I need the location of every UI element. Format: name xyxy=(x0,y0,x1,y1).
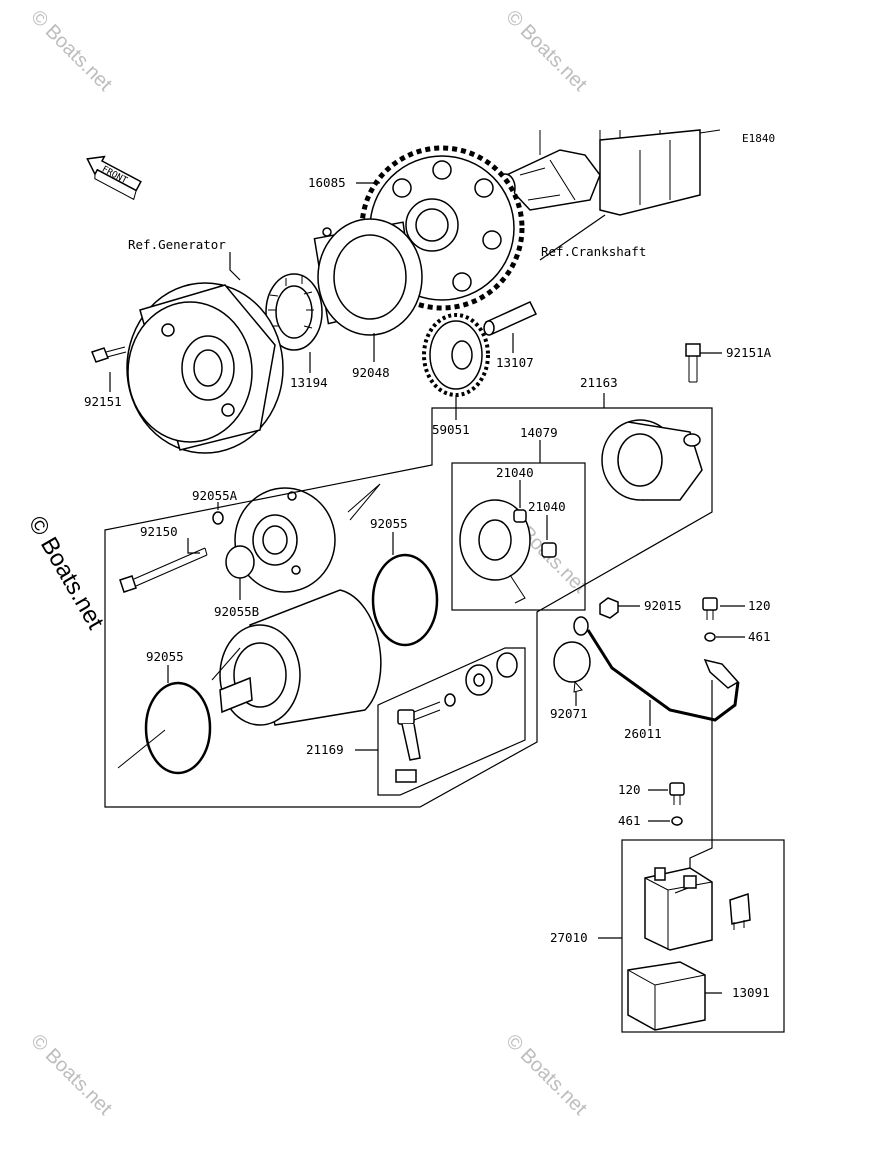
watermark-side: © Boats.net xyxy=(23,512,109,635)
part-label-92151A: 92151A xyxy=(726,345,772,360)
brush-holder-14079 xyxy=(459,499,531,604)
part-label-21163: 21163 xyxy=(580,375,618,390)
cable-26011 xyxy=(573,616,740,722)
part-label-13194: 13194 xyxy=(290,375,328,390)
part-label-13107: 13107 xyxy=(496,355,534,370)
part-label-92055-left: 92055 xyxy=(146,649,184,664)
watermark-bottom-right: © Boats.net xyxy=(501,1030,591,1120)
starter-relay-27010 xyxy=(644,867,751,951)
bolt-92151 xyxy=(91,346,127,363)
idle-gear-59051 xyxy=(422,313,490,397)
starter-group-outline xyxy=(104,407,713,808)
terminal-group-box xyxy=(377,647,526,796)
generator-rotor xyxy=(126,282,284,454)
part-label-59051: 59051 xyxy=(432,422,470,437)
part-label-92048: 92048 xyxy=(352,365,390,380)
part-label-27010: 27010 xyxy=(550,930,588,945)
part-label-120-upper: 120 xyxy=(748,598,771,613)
part-label-120-lower: 120 xyxy=(618,782,641,797)
watermark-bottom-left: © Boats.net xyxy=(26,1030,116,1120)
brush-21040-b xyxy=(541,542,557,558)
bolt-120-lower xyxy=(669,782,685,805)
bolt-120-upper xyxy=(702,597,718,620)
relay-cover-13091 xyxy=(627,961,706,1031)
o-ring-92055-left xyxy=(144,681,212,775)
one-way-clutch-13194 xyxy=(265,273,323,351)
part-label-26011: 26011 xyxy=(624,726,662,741)
watermark-top-right: © Boats.net xyxy=(501,6,591,96)
relay-group-box xyxy=(621,839,785,1033)
watermark-top-left: © Boats.net xyxy=(26,6,116,96)
bolt-92151A xyxy=(685,343,701,383)
part-label-92055A: 92055A xyxy=(192,488,238,503)
part-label-461-upper: 461 xyxy=(748,629,771,644)
washer-461-lower xyxy=(671,816,683,826)
o-ring-92055B xyxy=(225,545,255,579)
washer-461-upper xyxy=(704,632,716,642)
part-label-92151: 92151 xyxy=(84,394,122,409)
crankshaft-drawing xyxy=(494,129,721,216)
ref-crankshaft-label: Ref.Crankshaft xyxy=(541,244,646,259)
part-labels: 16085 92048 13194 92151 13107 59051 9215… xyxy=(84,175,772,1000)
part-label-21169: 21169 xyxy=(306,742,344,757)
part-label-92015: 92015 xyxy=(644,598,682,613)
front-arrow: FRONT xyxy=(86,155,142,201)
part-label-21040-a: 21040 xyxy=(496,465,534,480)
starter-clutch-gear-16085 xyxy=(359,145,525,311)
leader-lines xyxy=(109,182,745,994)
part-label-461-lower: 461 xyxy=(618,813,641,828)
nut-92015 xyxy=(599,597,619,619)
starter-clutch-92048 xyxy=(313,218,423,336)
part-label-92150: 92150 xyxy=(140,524,178,539)
ref-generator-label: Ref.Generator xyxy=(128,237,226,252)
terminal-kit-21169 xyxy=(395,652,518,783)
part-label-92055B: 92055B xyxy=(214,604,259,619)
part-label-14079: 14079 xyxy=(520,425,558,440)
bolt-92150 xyxy=(119,547,208,593)
shaft-13107 xyxy=(483,301,538,336)
brush-group-box xyxy=(451,462,586,611)
o-ring-92055-right xyxy=(371,553,439,647)
starter-front-cover xyxy=(234,483,381,593)
starter-motor-body xyxy=(211,589,382,726)
arrow-icon xyxy=(86,155,142,192)
part-label-16085: 16085 xyxy=(308,175,346,190)
part-label-13091: 13091 xyxy=(732,985,770,1000)
o-ring-92055A xyxy=(212,511,224,525)
cap-92071 xyxy=(553,641,591,693)
starter-end-cover-21163 xyxy=(601,419,703,501)
brush-21040-a xyxy=(513,509,527,523)
part-label-21040-b: 21040 xyxy=(528,499,566,514)
part-label-92055-right: 92055 xyxy=(370,516,408,531)
diagram-code: E1840 xyxy=(742,132,775,145)
part-label-92071: 92071 xyxy=(550,706,588,721)
